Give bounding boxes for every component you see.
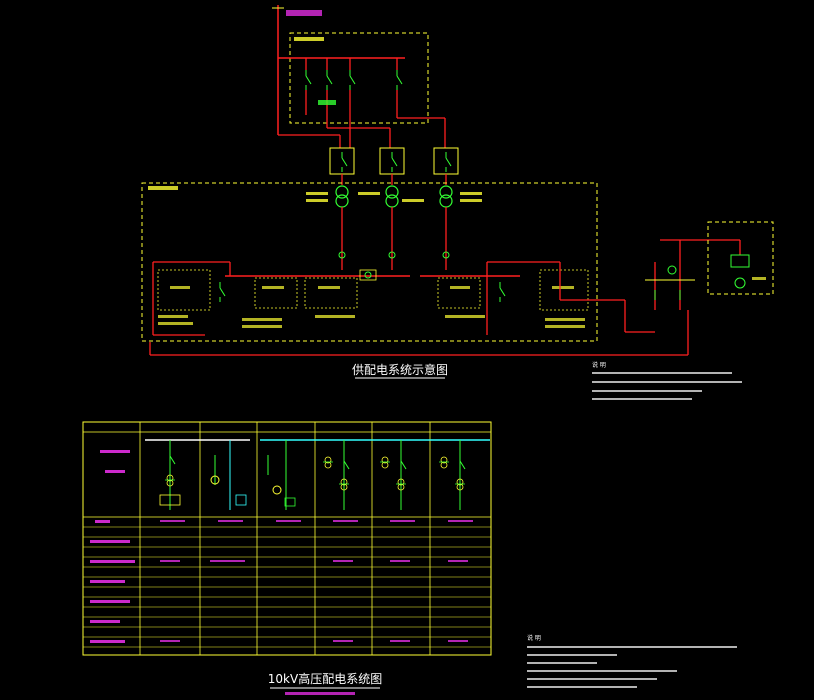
notes2-heading: 说 明 <box>527 634 541 642</box>
cabinet-6 <box>438 440 466 510</box>
top-switch-3 <box>349 69 356 91</box>
top-switch-2 <box>326 69 333 91</box>
notes-heading: 说 明 <box>592 361 606 369</box>
generator-frame <box>707 221 774 295</box>
transformer-1 <box>335 185 349 208</box>
cabinet-5 <box>379 440 407 510</box>
switchgear-frame <box>289 32 429 124</box>
cabinet-2 <box>210 440 247 510</box>
diagram1-title: 供配电系统示意图 <box>352 362 448 377</box>
transformer-3 <box>439 185 453 208</box>
transformer-2 <box>385 185 399 208</box>
top-switch-4 <box>396 69 403 91</box>
hv-distribution-table: 10kV高压配电系统图 <box>82 421 492 695</box>
cabinet-1 <box>159 440 181 510</box>
diagram2-title: 10kV高压配电系统图 <box>268 671 382 686</box>
cabinet-4 <box>322 440 350 510</box>
top-switch-1 <box>305 69 312 91</box>
incoming-label-mark <box>286 10 322 16</box>
substation-frame <box>141 182 598 342</box>
notes-block-2: 说 明 <box>527 634 737 688</box>
cabinet-3 <box>267 440 296 510</box>
table-frame <box>82 421 492 656</box>
power-supply-diagram: 供配电系统示意图 说 明 <box>141 5 774 400</box>
